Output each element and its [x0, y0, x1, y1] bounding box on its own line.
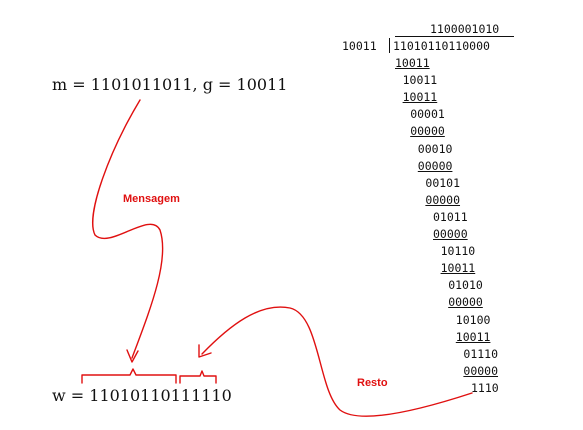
division-step-row: 10011	[440, 261, 476, 276]
division-step-row: 10100	[455, 312, 491, 327]
division-step-row: 01110	[463, 346, 499, 361]
division-step-row: 01011	[433, 209, 468, 224]
codeword-formula: w = 11010110111110	[52, 386, 232, 405]
quotient-bar	[395, 36, 514, 37]
division-bracket	[389, 38, 390, 53]
division-step-row: 10110	[440, 244, 476, 259]
message-label: Mensagem	[123, 193, 180, 205]
message-brace	[81, 368, 177, 384]
division-step-row: 00010	[417, 141, 453, 156]
division-step-row: 00000	[425, 192, 461, 207]
divisor: 10011	[342, 39, 377, 53]
quotient: 1100001010	[430, 22, 500, 36]
division-step-row: 00000	[448, 295, 483, 310]
message-polynomial-formula: m = 1101011011, g = 10011	[52, 75, 288, 94]
dividend: 11010110110000	[393, 39, 490, 53]
remainder-curve	[201, 306, 473, 417]
division-step-row: 1110	[471, 380, 499, 395]
division-step-row: 01010	[448, 278, 483, 293]
message-curve	[92, 99, 164, 359]
division-step-row: 00000	[417, 158, 453, 173]
division-step-row: 00000	[433, 227, 468, 241]
division-step-row: 10011	[395, 56, 430, 70]
message-arrowhead-icon	[126, 349, 139, 363]
remainder-label: Resto	[357, 377, 388, 389]
division-step-row: 00101	[425, 175, 461, 190]
remainder-brace	[179, 370, 217, 384]
division-step-row: 00000	[463, 363, 499, 378]
division-step-row: 10011	[402, 90, 438, 105]
division-step-row: 10011	[402, 73, 438, 88]
division-step-row: 10011	[455, 329, 491, 344]
division-step-row: 00001	[410, 107, 445, 122]
remainder-arrowhead-icon	[198, 344, 212, 358]
division-step-row: 00000	[410, 124, 445, 139]
